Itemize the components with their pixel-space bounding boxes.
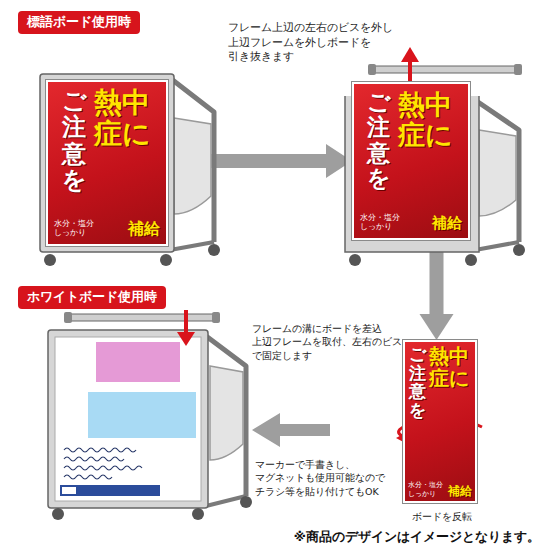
stand-leg bbox=[475, 242, 519, 250]
board-bottom-row: 水分・塩分 しっかり 補給 bbox=[54, 219, 160, 238]
logo-mark bbox=[62, 487, 76, 494]
caster-wheel bbox=[349, 254, 361, 266]
slogan-text: 補給 bbox=[448, 484, 472, 498]
section-heading: ホワイトボード使用時 bbox=[18, 286, 166, 309]
stand-basket bbox=[174, 118, 211, 214]
section-heading: 標語ボード使用時 bbox=[18, 11, 140, 34]
handwriting bbox=[64, 457, 124, 461]
caster-wheel bbox=[513, 244, 525, 256]
stand-basket bbox=[479, 130, 516, 216]
slogan-text: 熱中症に bbox=[94, 88, 153, 150]
top-rail bbox=[372, 66, 518, 73]
stand-leg bbox=[475, 100, 519, 242]
heading-text: ホワイトボード使用時 bbox=[27, 289, 157, 306]
slogan-board: ご注意を熱中症に水分・塩分 しっかり補給 bbox=[403, 340, 477, 503]
step-arrow bbox=[252, 413, 330, 447]
handwriting bbox=[64, 466, 142, 470]
stand-basket bbox=[210, 366, 243, 460]
stand-leg bbox=[206, 496, 246, 506]
stand-frame bbox=[48, 330, 208, 508]
whiteboard bbox=[55, 337, 201, 501]
caster-wheel bbox=[192, 508, 204, 520]
board-bottom-row: 水分・塩分 しっかり補給 bbox=[408, 481, 472, 498]
slogan-text: 補給 bbox=[432, 214, 462, 232]
slogan-text: ご注意を bbox=[367, 90, 390, 191]
caster-wheel bbox=[44, 254, 56, 266]
instruction-text: フレーム上辺の左右のビスを外し 上辺フレームを外しボードを 引き抜きます bbox=[228, 20, 413, 64]
slogan-text: 熱中症に bbox=[398, 90, 455, 149]
slogan-text: 熱中症に bbox=[429, 345, 471, 389]
stand-leg bbox=[206, 336, 246, 496]
step-caption: ボードを反転 bbox=[412, 510, 472, 524]
magnet-sheet bbox=[96, 342, 180, 382]
arrow-head bbox=[420, 314, 454, 340]
insert-arrow-head bbox=[177, 332, 195, 346]
pull-arrow-head bbox=[401, 47, 419, 62]
caster-wheel bbox=[52, 508, 64, 520]
board-top-row: ご注意を熱中症に bbox=[360, 90, 462, 191]
slogan-text: 補給 bbox=[128, 219, 160, 238]
stand-leg bbox=[170, 242, 214, 250]
slogan-board: ご注意を熱中症に水分・塩分 しっかり 補給 bbox=[352, 82, 470, 240]
insert-arrow bbox=[184, 310, 188, 334]
rail-cap bbox=[514, 64, 522, 75]
handwriting bbox=[64, 448, 136, 452]
slogan-board: ご注意を熱中症に水分・塩分 しっかり 補給 bbox=[46, 80, 168, 246]
instruction-text: フレームの溝にボードを差込 上辺フレームを取付、左右のビス で固定します bbox=[252, 322, 404, 362]
flow-arrow bbox=[420, 240, 454, 340]
magnet-sheet bbox=[88, 392, 196, 438]
logo-strip bbox=[60, 485, 160, 496]
rail-cap bbox=[368, 64, 376, 75]
rail-cap bbox=[64, 312, 72, 323]
heading-text: 標語ボード使用時 bbox=[27, 14, 131, 31]
board-bottom-row: 水分・塩分 しっかり 補給 bbox=[360, 213, 462, 232]
slogan-text: ご注意を bbox=[409, 345, 426, 420]
caster-wheel bbox=[208, 244, 220, 256]
caster-wheel bbox=[465, 254, 477, 266]
stand-frame bbox=[40, 74, 174, 252]
instruction-text: マーカーで手書きし、 マグネットも使用可能なので チラシ等を貼り付けてもOK bbox=[255, 458, 405, 498]
handwriting bbox=[64, 475, 112, 479]
top-rail bbox=[68, 314, 216, 321]
sub-text: 水分・塩分 しっかり bbox=[408, 481, 444, 498]
board-top-row: ご注意を熱中症に bbox=[54, 88, 160, 194]
slogan-text: ご注意を bbox=[62, 88, 86, 194]
board-top-row: ご注意を熱中症に bbox=[408, 345, 472, 420]
disclaimer-note: ※商品のデザインはイメージとなります。 bbox=[294, 528, 540, 546]
caster-wheel bbox=[240, 496, 252, 508]
caster-wheel bbox=[160, 254, 172, 266]
rail-cap bbox=[212, 312, 220, 323]
stand-leg bbox=[170, 78, 214, 242]
sub-text: 水分・塩分 しっかり bbox=[54, 219, 96, 238]
sub-text: 水分・塩分 しっかり bbox=[360, 213, 402, 232]
